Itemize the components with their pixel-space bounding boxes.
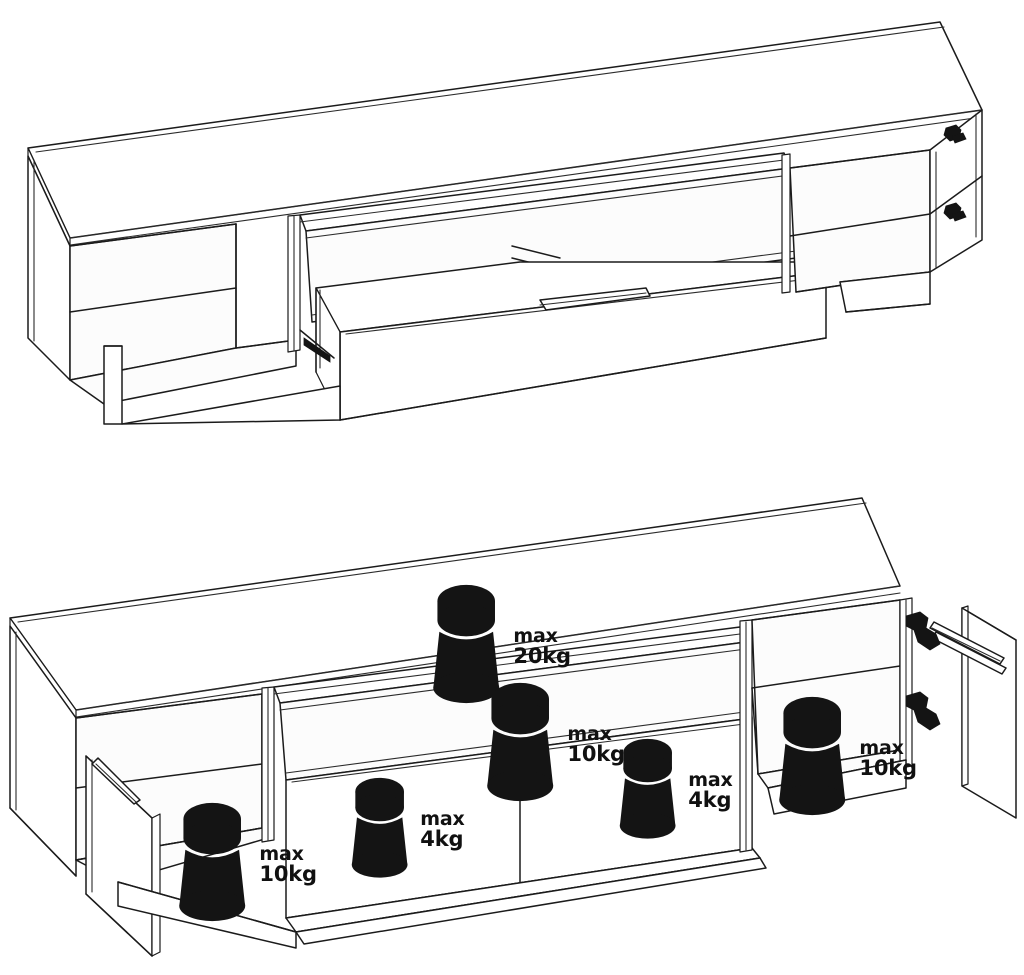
left-side-panel bbox=[9, 625, 77, 877]
right-door-open[interactable] bbox=[961, 605, 1017, 819]
right-side-panel bbox=[929, 109, 983, 273]
right-door-hinge-upper bbox=[905, 611, 941, 651]
right-door-handle[interactable] bbox=[929, 621, 1007, 675]
right-door-hinge-lower bbox=[943, 202, 967, 222]
centre-drawer[interactable] bbox=[315, 261, 827, 421]
view-exploded-drawer bbox=[27, 21, 983, 425]
right-door-hinge-lower bbox=[905, 691, 941, 731]
divider-left bbox=[287, 214, 301, 353]
divider-right bbox=[739, 619, 753, 853]
right-door-hinge-upper bbox=[943, 124, 967, 144]
right-cabinet-compartment bbox=[781, 149, 931, 294]
drawer-runner bbox=[299, 329, 335, 363]
top-panel bbox=[27, 21, 983, 247]
left-door-handle[interactable] bbox=[91, 757, 141, 805]
right-side-panel bbox=[899, 597, 913, 769]
right-cabinet-compartment bbox=[751, 599, 907, 789]
plinth-base bbox=[103, 271, 931, 425]
divider-left bbox=[261, 686, 275, 843]
drawer-handle[interactable] bbox=[539, 287, 651, 311]
left-open-shelf bbox=[69, 223, 297, 405]
view-load-capacity bbox=[0, 488, 1024, 975]
